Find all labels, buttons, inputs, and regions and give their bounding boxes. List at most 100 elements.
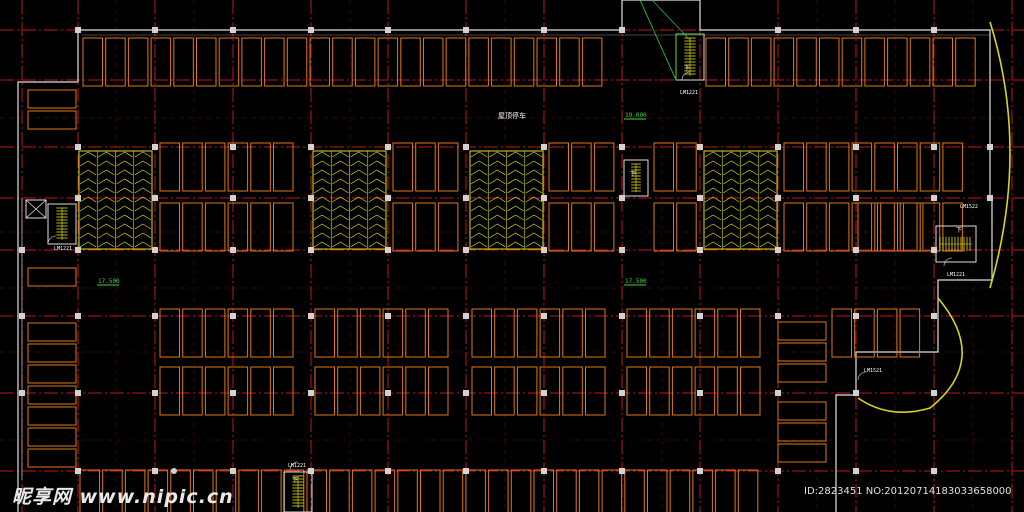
stair-direction-a: 下	[684, 65, 690, 72]
ramp-chevron	[134, 223, 152, 230]
parking-stall	[874, 142, 895, 192]
ramp-chevron	[704, 178, 722, 185]
ramp-chevron	[79, 241, 97, 248]
ramp-chevron	[368, 169, 386, 176]
parking-stall	[548, 142, 569, 192]
elevation-label-left: 17.500	[98, 278, 120, 285]
ramp-chevron	[470, 178, 488, 185]
parking-stall	[173, 37, 194, 87]
ramp-chevron	[368, 205, 386, 212]
ramp-chevron	[368, 178, 386, 185]
parking-stall	[392, 202, 413, 252]
stair-enclosure	[283, 471, 313, 512]
ramp-chevron	[525, 196, 543, 203]
ramp-chevron	[507, 241, 524, 248]
parking-stall	[899, 308, 921, 358]
structural-column	[75, 247, 81, 253]
ramp-chevron	[507, 214, 524, 221]
ramp-chevron	[116, 214, 133, 221]
parking-stall	[437, 202, 459, 252]
ramp-chevron	[723, 214, 740, 221]
parking-stall	[955, 37, 976, 87]
ramp-chevron	[704, 160, 722, 167]
structural-column	[308, 27, 314, 33]
ramp-chevron	[79, 205, 97, 212]
parking-stall	[783, 202, 804, 252]
parking-stall	[273, 366, 294, 416]
parking-stall	[705, 37, 726, 87]
parking-stall	[819, 37, 840, 87]
structural-column	[308, 195, 314, 201]
ramp-chevron	[79, 196, 97, 203]
ramp-zone	[78, 150, 153, 250]
ramp-chevron	[759, 232, 777, 239]
ramp-chevron	[313, 151, 331, 158]
parking-stall	[273, 142, 294, 192]
ramp-chevron	[79, 223, 97, 230]
structural-column	[19, 247, 25, 253]
parking-stall	[649, 308, 670, 358]
structural-column	[75, 195, 81, 201]
parking-stall	[437, 142, 459, 192]
ramp-chevron	[704, 205, 722, 212]
parking-stall	[250, 308, 271, 358]
ramp-chevron	[723, 178, 740, 185]
outer-wall-top-left	[17, 30, 79, 198]
structural-column	[697, 468, 703, 474]
parking-stall	[919, 142, 941, 192]
elevator-outline	[25, 199, 47, 219]
parking-stall	[626, 366, 647, 416]
ramp-chevron	[116, 160, 133, 167]
parking-stall	[428, 308, 449, 358]
door-swing-arc	[681, 71, 691, 81]
structural-column	[775, 27, 781, 33]
parking-stall	[27, 343, 77, 363]
parking-stall	[671, 308, 693, 358]
ramp-chevron	[759, 169, 777, 176]
parking-stall	[902, 202, 924, 252]
structural-column	[775, 195, 781, 201]
structural-column	[697, 195, 703, 201]
parking-stall	[314, 308, 335, 358]
parking-stall	[415, 202, 436, 252]
ramp-chevron	[313, 214, 331, 221]
parking-stall	[571, 202, 592, 252]
parking-stall	[539, 366, 561, 416]
ramp-chevron	[723, 169, 740, 176]
ramp-chevron	[525, 187, 543, 194]
parking-stall	[909, 37, 931, 87]
ramp-chevron	[507, 151, 524, 158]
structural-column	[619, 27, 625, 33]
ramp-chevron	[332, 160, 349, 167]
outer-wall-top-right	[78, 0, 993, 512]
parking-stall	[273, 202, 294, 252]
ramp-chevron	[98, 178, 115, 185]
structural-column	[75, 468, 81, 474]
outer-walls	[17, 0, 993, 512]
ramp-chevron	[741, 169, 758, 176]
watermark-id: ID:2823451 NO:20120714183033658000	[804, 486, 1012, 497]
ramp-chevron	[507, 187, 524, 194]
ramp-chevron	[489, 223, 506, 230]
elevator-cross-box-icon	[25, 199, 47, 219]
ramp-chevron	[489, 205, 506, 212]
ramp-chevron	[759, 178, 777, 185]
parking-stall	[887, 37, 908, 87]
structural-column	[308, 313, 314, 319]
ramp-chevron	[704, 241, 722, 248]
ramp-chevron	[741, 187, 758, 194]
parking-stall	[494, 308, 515, 358]
ramp-chevron	[470, 223, 488, 230]
ramp-chevron	[368, 160, 386, 167]
ramp-chevron	[350, 151, 367, 158]
ramp-chevron	[350, 205, 367, 212]
parking-stall	[27, 427, 77, 447]
ramp-chevron	[525, 160, 543, 167]
parking-stall	[250, 202, 271, 252]
parking-stall	[264, 37, 285, 87]
parking-stall	[876, 308, 898, 358]
parking-stall	[428, 366, 449, 416]
parking-stall	[465, 469, 486, 512]
watermark-logo: 昵享网 www.nipic.cn	[12, 486, 234, 508]
